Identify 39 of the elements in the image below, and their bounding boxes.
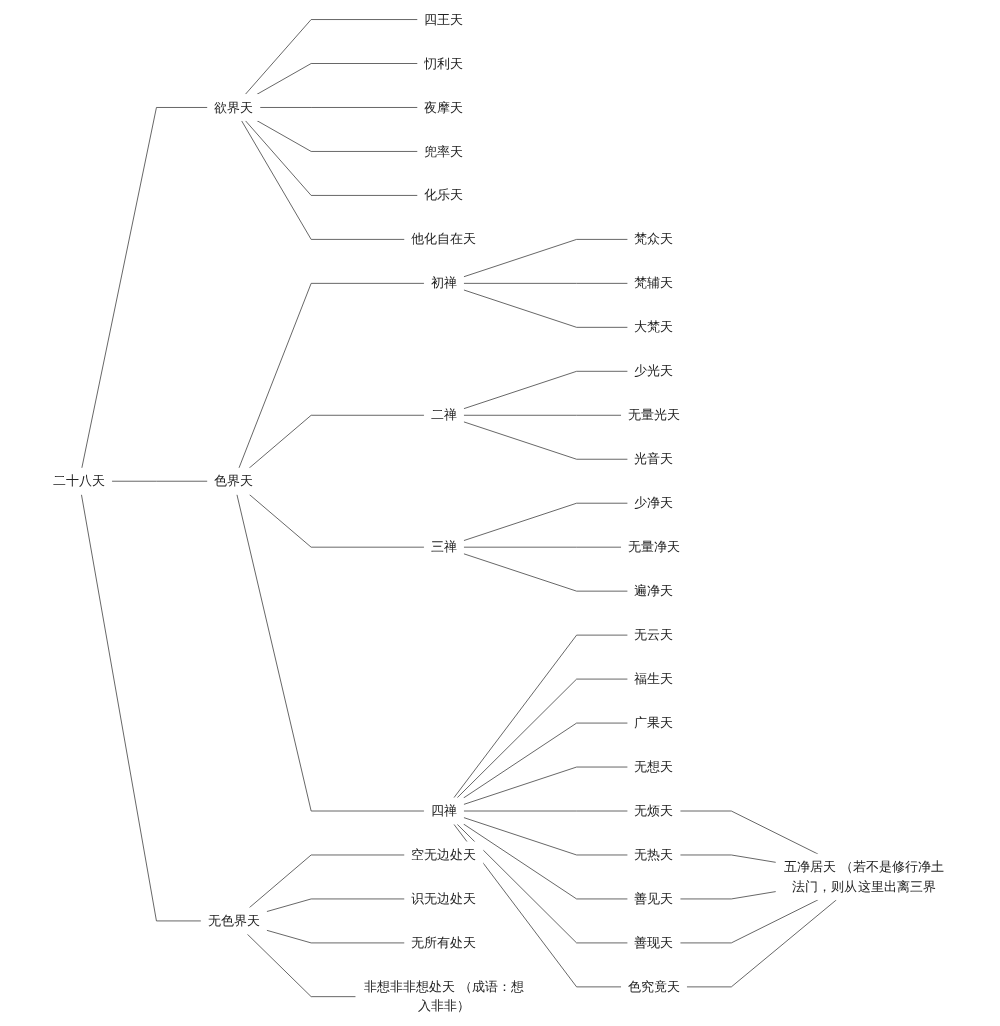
connector xyxy=(249,414,426,469)
connector xyxy=(463,370,630,410)
connector xyxy=(249,493,426,548)
connector xyxy=(82,107,209,469)
connector xyxy=(81,493,203,922)
connector xyxy=(680,891,778,900)
connector xyxy=(463,239,630,278)
connector xyxy=(247,933,358,998)
connector xyxy=(463,553,630,592)
connector xyxy=(680,854,778,863)
connector xyxy=(457,823,630,944)
connector xyxy=(457,678,630,799)
connector xyxy=(245,120,419,196)
connector xyxy=(237,493,426,812)
connector xyxy=(266,898,406,913)
connector xyxy=(463,722,630,799)
connector xyxy=(680,810,820,855)
connector xyxy=(463,823,630,900)
connector xyxy=(266,929,406,944)
connector xyxy=(463,282,630,284)
connector xyxy=(463,414,623,416)
connector xyxy=(680,899,820,944)
connector xyxy=(463,546,623,548)
connector xyxy=(260,107,419,108)
connector xyxy=(249,854,406,909)
connector xyxy=(463,766,630,805)
connector xyxy=(241,120,406,240)
connector xyxy=(463,817,630,856)
connector xyxy=(245,19,419,95)
connector xyxy=(463,502,630,542)
connector xyxy=(112,480,209,482)
connector xyxy=(463,289,630,328)
connector xyxy=(454,634,630,799)
connector xyxy=(454,823,623,988)
connector xyxy=(463,421,630,460)
connector xyxy=(257,120,419,152)
connector xyxy=(257,63,419,95)
connector xyxy=(686,899,838,988)
connector xyxy=(239,282,426,469)
